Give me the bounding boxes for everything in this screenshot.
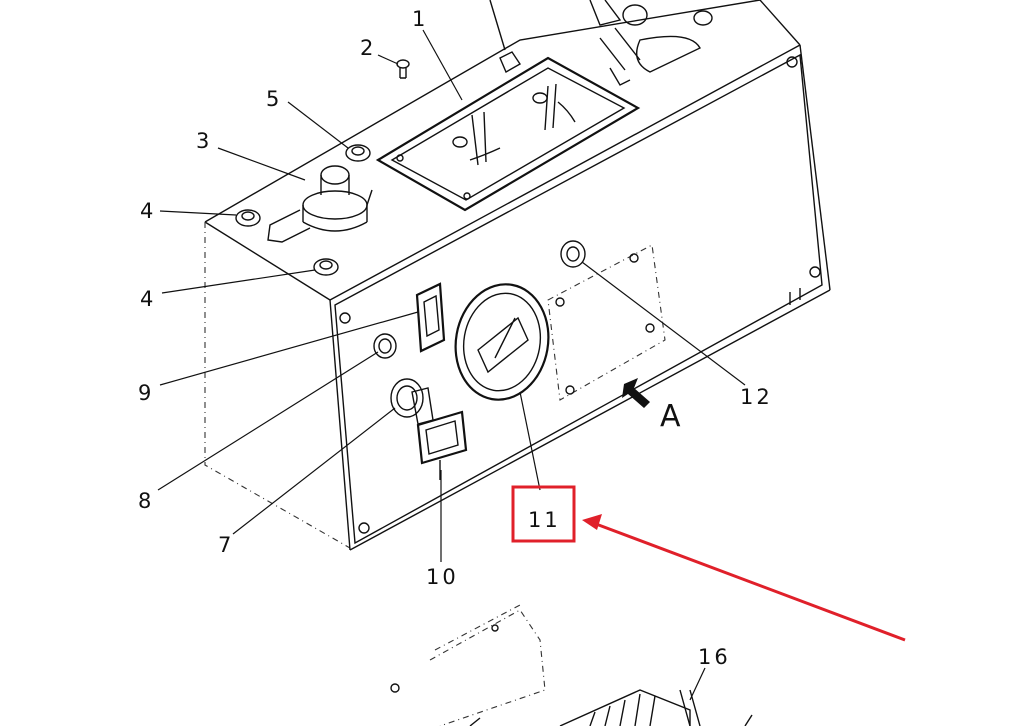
leader-lines — [157, 29, 746, 701]
callout-4-upper: 4 — [140, 199, 156, 223]
nut-4-upper — [235, 209, 261, 227]
highlight-arrow-shaft — [595, 522, 906, 642]
highlight-box — [511, 485, 576, 543]
highlight-arrow-head — [582, 514, 602, 530]
callout-2: 2 — [360, 36, 376, 60]
control-plate — [375, 56, 641, 212]
nut-4-lower — [313, 258, 339, 276]
callout-4-lower: 4 — [140, 287, 156, 311]
callout-8: 8 — [138, 489, 154, 513]
callout-16: 16 — [698, 645, 731, 669]
callout-10: 10 — [426, 565, 459, 589]
lower-assembly — [390, 604, 753, 726]
callout-9: 9 — [138, 381, 154, 405]
console-box — [204, 0, 831, 551]
top-mechanism — [489, 0, 713, 86]
callout-7: 7 — [218, 533, 234, 557]
view-arrow — [622, 378, 650, 408]
key — [416, 410, 468, 480]
highlight-annotation: 11 — [511, 485, 906, 642]
callout-12: 12 — [740, 385, 773, 409]
callout-1: 1 — [412, 7, 428, 31]
callout-3: 3 — [196, 129, 212, 153]
rotary-switch — [267, 165, 373, 243]
view-label-a: A — [660, 399, 681, 434]
lamp-12 — [560, 240, 586, 268]
callout-11: 11 — [528, 508, 561, 532]
indicator-lamp — [373, 333, 397, 359]
callout-5: 5 — [266, 87, 282, 111]
sub-panel — [547, 244, 666, 401]
key-switch — [390, 378, 434, 425]
screw-2 — [396, 59, 410, 79]
callout-labels: 1 2 3 4 5 4 9 8 7 10 12 16 A — [138, 7, 773, 669]
nut-5 — [345, 144, 371, 162]
hour-meter — [454, 283, 550, 401]
rocker-switch — [415, 282, 446, 353]
